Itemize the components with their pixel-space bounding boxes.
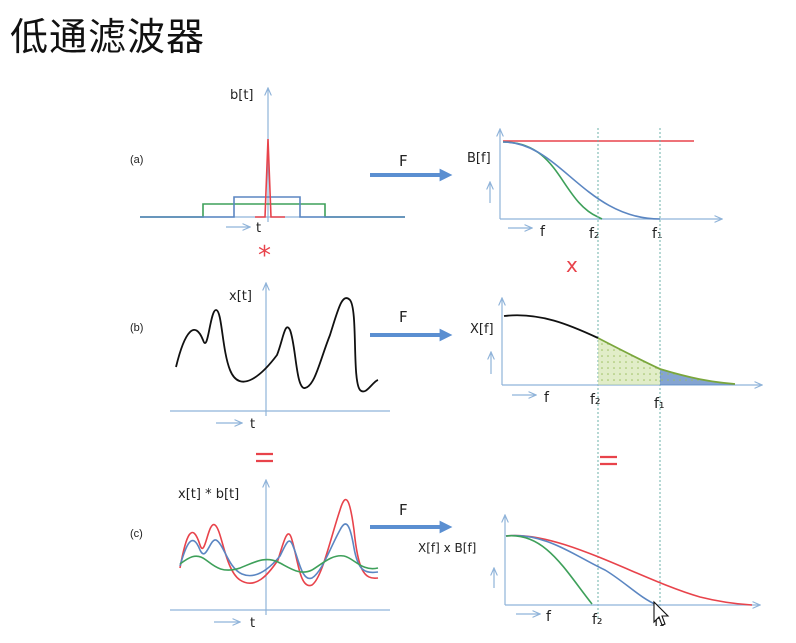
f2-tick-b: f₂ xyxy=(590,392,601,408)
time-label-c: x[t] * b[t] xyxy=(178,487,239,502)
spectrum-product-green xyxy=(505,535,593,605)
row-b: (b) x[t] t F X[f] f f₂ f₁ xyxy=(130,283,762,432)
freq-label-b: X[f] xyxy=(470,322,494,337)
transform-label-c: F xyxy=(399,501,408,519)
f-tick-a: f xyxy=(540,224,546,240)
spectrum-product-red xyxy=(505,534,753,606)
f1-tick-a: f₁ xyxy=(652,226,663,242)
signal-filtered-green xyxy=(179,554,379,573)
f2-tick-c: f₂ xyxy=(592,612,603,628)
t-label-a: t xyxy=(256,221,261,236)
row-a: (a) b[t] t F B[f] f f₂ f₁ xyxy=(130,88,722,242)
panel-label-c: (c) xyxy=(130,528,143,540)
f1-tick-c: f₁ xyxy=(654,614,665,630)
spectrum-x-tail-green xyxy=(597,337,736,385)
freq-label-c: X[f] x B[f] xyxy=(418,541,476,555)
impulse-red xyxy=(255,138,285,218)
page-title: 低通滤波器 xyxy=(10,15,206,59)
equals-right xyxy=(600,455,617,466)
equals-left xyxy=(256,452,273,463)
t-label-b: t xyxy=(250,417,255,432)
spectrum-product-blue xyxy=(505,534,658,606)
boxcar-wide-green xyxy=(140,203,405,218)
f2-tick-a: f₂ xyxy=(589,226,600,242)
f-tick-b: f xyxy=(544,390,550,406)
f-tick-c: f xyxy=(546,609,552,625)
band-f2-f1-dots xyxy=(598,338,660,385)
multiply-operator: x xyxy=(566,253,578,277)
signal-x-black xyxy=(175,297,379,393)
time-label-a: b[t] xyxy=(230,88,254,103)
signal-filtered-red xyxy=(179,498,379,587)
panel-label-a: (a) xyxy=(130,154,143,166)
band-above-f1-dots xyxy=(660,369,735,385)
boxcar-narrow-blue xyxy=(140,196,405,218)
panel-label-b: (b) xyxy=(130,322,143,334)
mouse-cursor-icon xyxy=(653,600,670,626)
signal-filtered-blue xyxy=(179,523,379,580)
time-label-b: x[t] xyxy=(229,289,252,304)
transform-label-b: F xyxy=(399,308,408,326)
spectrum-x-black xyxy=(503,314,599,339)
convolve-operator: * xyxy=(258,241,271,271)
f1-tick-b: f₁ xyxy=(654,396,665,412)
freq-label-a: B[f] xyxy=(467,151,491,166)
row-c: (c) x[t] * b[t] t F X[f] x B[f] f f₂ f₁ xyxy=(130,480,760,631)
transform-label-a: F xyxy=(399,152,408,170)
sinc-green-a xyxy=(502,141,603,220)
sinc-blue-a xyxy=(502,141,661,220)
t-label-c: t xyxy=(250,616,255,631)
